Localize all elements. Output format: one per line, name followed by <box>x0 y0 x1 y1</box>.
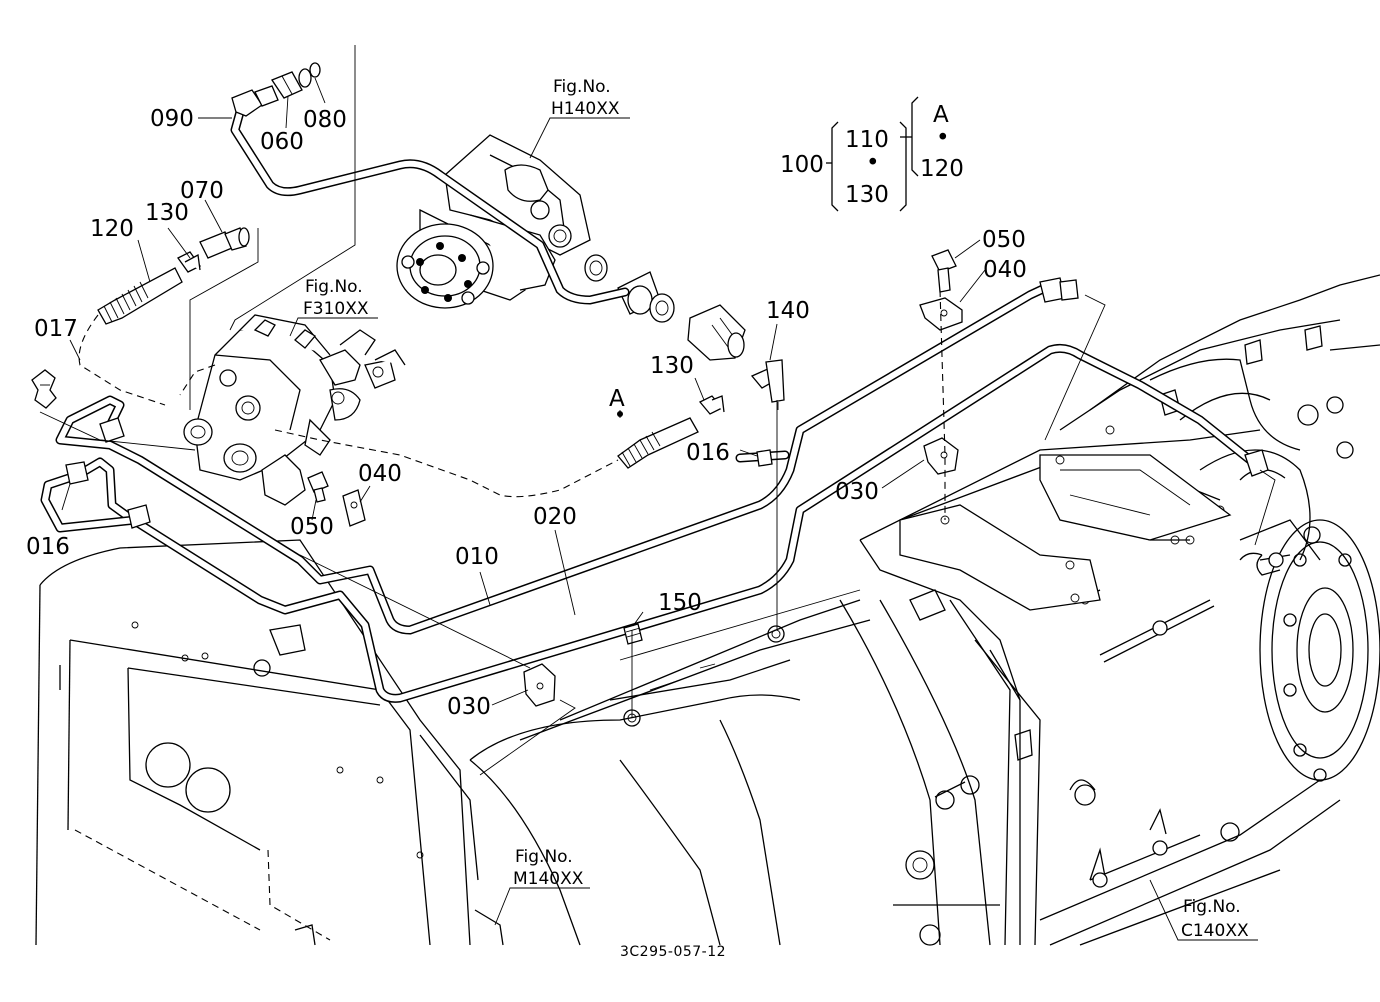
control-valve-drawing <box>183 314 406 506</box>
drawing-code: 3C295-057-12 <box>620 944 726 960</box>
label-130-top: 130 <box>145 200 189 226</box>
fig-h140-code: H140XX <box>551 99 620 119</box>
label-120-top: 120 <box>90 216 134 242</box>
legend-dot-2: • <box>936 125 950 151</box>
label-040-upper: 040 <box>983 257 1027 283</box>
legend-110: 110 <box>845 127 889 153</box>
label-060: 060 <box>260 129 304 155</box>
label-150: 150 <box>658 590 702 616</box>
fig-f310-code: F310XX <box>303 299 369 319</box>
label-A-callout: A <box>609 386 625 412</box>
legend-130: 130 <box>845 182 889 208</box>
label-040-lower: 040 <box>358 461 402 487</box>
label-070: 070 <box>180 178 224 204</box>
fig-c140-title: Fig.No. <box>1183 897 1241 917</box>
label-140: 140 <box>766 298 810 324</box>
label-016-right: 016 <box>686 440 730 466</box>
label-030-left: 030 <box>447 694 491 720</box>
label-016-left: 016 <box>26 534 70 560</box>
legend-brackets <box>826 96 919 212</box>
label-050-lower: 050 <box>290 514 334 540</box>
fig-h140-title: Fig.No. <box>553 77 611 97</box>
legend-dot-1: • <box>866 150 880 176</box>
pipe-fittings-drawing <box>31 62 1269 707</box>
label-030-right: 030 <box>835 479 879 505</box>
legend-120: 120 <box>920 156 964 182</box>
fig-c140-code: C140XX <box>1181 921 1249 941</box>
label-130-right: 130 <box>650 353 694 379</box>
label-090: 090 <box>150 106 194 132</box>
mounting-plate-drawing <box>899 454 1232 611</box>
callout-dot <box>617 411 623 417</box>
legend-group: 100 110 • 130 A • 120 <box>780 102 964 208</box>
fig-f310-title: Fig.No. <box>305 277 363 297</box>
pump-fittings-drawing <box>584 254 746 361</box>
leader-lines <box>39 45 1276 941</box>
label-020: 020 <box>533 504 577 530</box>
legend-100: 100 <box>780 152 824 178</box>
fig-m140-code: M140XX <box>513 869 584 889</box>
hydraulic-pipes-drawing <box>40 107 1255 703</box>
legend-A: A <box>933 102 949 128</box>
label-080: 080 <box>303 107 347 133</box>
label-017: 017 <box>34 316 78 342</box>
fig-m140-title: Fig.No. <box>515 847 573 867</box>
tractor-frame-drawing <box>35 274 1380 946</box>
figure-references: Fig.No. H140XX Fig.No. F310XX Fig.No. M1… <box>303 77 1249 941</box>
hose-route-dashes <box>78 289 946 520</box>
hydraulic-pump-drawing <box>396 134 591 309</box>
label-010: 010 <box>455 544 499 570</box>
label-050-upper: 050 <box>982 227 1026 253</box>
part-number-labels: 090 060 080 070 130 120 017 016 050 040 … <box>26 106 1027 720</box>
